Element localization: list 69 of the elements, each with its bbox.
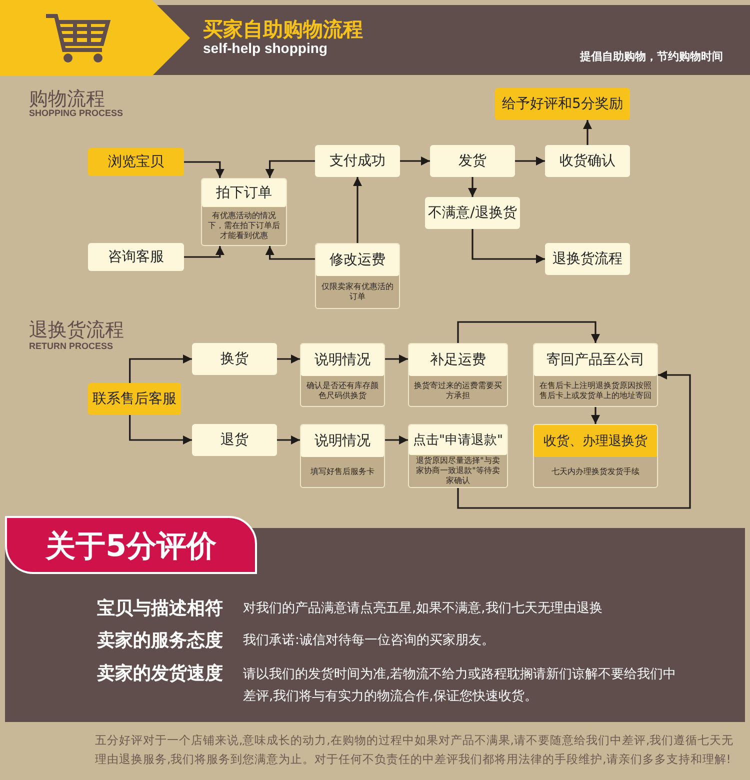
step-note: 有优惠活动的情况下，需在拍下订单后才能看到优惠 — [207, 210, 281, 242]
step-box: 换货 — [192, 343, 277, 375]
step-box: 支付成功 — [315, 145, 400, 177]
step-title: 修改运费 — [316, 244, 399, 276]
step-box — [533, 424, 658, 488]
section-subtitle: RETURN PROCESS — [29, 341, 114, 351]
section-title: 购物流程 — [29, 87, 105, 110]
step-box: 收货确认 — [545, 145, 630, 177]
arrow — [472, 229, 545, 264]
step-box: 给予好评和5分奖励 — [495, 88, 630, 120]
step-title: 点击"申请退款" — [409, 425, 507, 455]
arrow — [129, 415, 192, 444]
step-box: 不满意/退换货 — [425, 197, 520, 229]
arrow — [457, 370, 691, 509]
step-title: 说明情况 — [301, 425, 384, 457]
step-box: 退换货流程 — [545, 243, 630, 275]
rating-description: 我们承诺:诚信对待每一位咨询的买家朋友。 — [243, 632, 494, 649]
arrow — [265, 246, 315, 260]
step-box: 退货 — [192, 424, 277, 456]
arrow — [468, 177, 477, 197]
rating-description: 对我们的产品满意请点亮五星,如果不满意,我们七天无理由退换 — [243, 600, 602, 617]
step-note: 确认是否还有库存颜色尺码供换货 — [306, 380, 380, 402]
rating-term: 卖家的发货速度 — [97, 662, 223, 685]
slogan: 提倡自助购物，节约购物时间 — [580, 49, 723, 64]
step-title: 补足运费 — [409, 344, 507, 376]
step-title: 说明情况 — [301, 344, 384, 376]
step-box: 发货 — [430, 145, 515, 177]
step-box: 联系售后客服 — [88, 383, 181, 415]
step-note: 在售后卡上注明退换货原因按照售后卡上或发货单上的地址寄回 — [538, 380, 652, 402]
step-box — [408, 424, 508, 488]
arrow — [457, 321, 600, 343]
page-title: 买家自助购物流程 — [203, 16, 363, 42]
step-title: 寄回产品至公司 — [534, 344, 657, 376]
step-box: 浏览宝贝 — [88, 148, 184, 176]
arrow — [591, 407, 600, 424]
section-title: 退换货流程 — [29, 318, 124, 342]
step-title: 拍下订单 — [202, 179, 286, 207]
step-box — [533, 343, 658, 407]
rating-term: 卖家的服务态度 — [97, 629, 223, 652]
section-heading: 关于5分评价 — [5, 516, 257, 574]
rating-term: 宝贝与描述相符 — [97, 597, 223, 620]
arrow — [129, 354, 192, 383]
step-box — [300, 424, 385, 488]
step-title: 收货、办理退换货 — [534, 425, 657, 457]
step-box — [408, 343, 508, 407]
step-box — [300, 343, 385, 407]
arrow — [515, 156, 545, 166]
step-note: 填写好售后服务卡 — [310, 466, 376, 478]
arrow — [353, 177, 362, 243]
arrow — [385, 436, 408, 444]
arrow — [265, 160, 315, 178]
arrow — [400, 156, 430, 166]
arrow — [277, 436, 300, 444]
arrow — [583, 120, 592, 145]
step-note: 七天内办理换货发货手续 — [550, 466, 640, 478]
step-box — [201, 178, 287, 246]
step-note: 退货原因尽量选择"与卖家协商一致退款"等待卖家确认 — [415, 455, 501, 487]
arrow — [277, 354, 300, 364]
arrow — [385, 354, 408, 364]
step-note: 换货寄过来的运费需要买方承担 — [413, 380, 503, 402]
step-box: 咨询客服 — [88, 243, 184, 271]
step-box — [315, 243, 400, 309]
arrow — [184, 161, 224, 178]
step-note: 仅限卖家有优惠活的订单 — [320, 281, 394, 303]
footer-note: 五分好评对于一个店铺来说,意味成长的动力,在购物的过程中如果对产品不满果,请不要随意给我们中差评,我们遵循七天无理由退换服务,我们将服务到您满意为止。对于任何不负责任的中差评我们都将用法律的手段维护,请亲们多多支持和理解! — [95, 732, 735, 768]
subtitle: self-help shopping — [203, 40, 328, 56]
arrow — [184, 246, 224, 258]
rating-description: 请以我们的发货时间为准,若物流不给力或路程耽搁请新们谅解不要给我们中差评,我们将与有实力的物流合作,保证您快速收货。 — [243, 666, 678, 706]
section-subtitle: SHOPPING PROCESS — [29, 108, 124, 118]
